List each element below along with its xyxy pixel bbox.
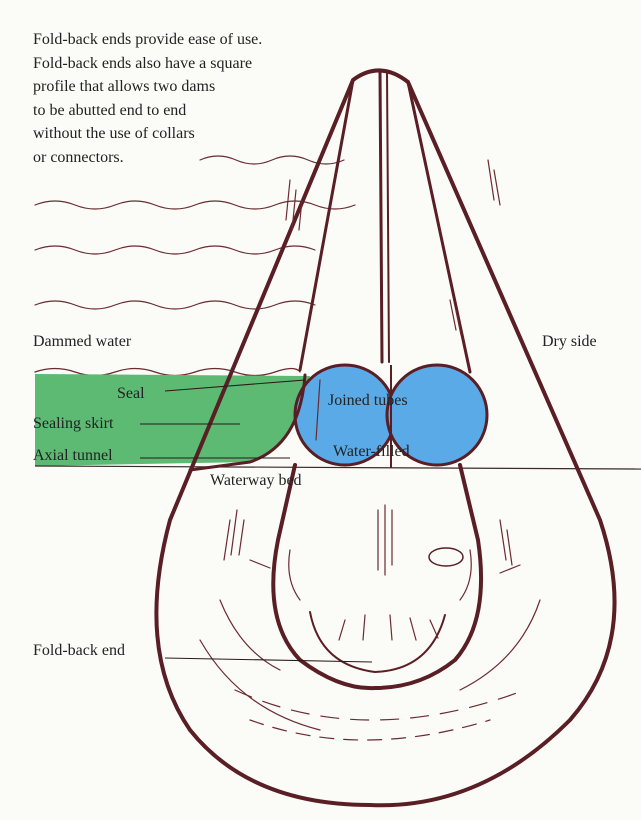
- dry-side-label: Dry side: [542, 333, 597, 351]
- sealing-skirt-label: Sealing skirt: [33, 415, 113, 433]
- caption-text: Fold-back ends provide ease of use. Fold…: [33, 28, 393, 170]
- wave-2: [35, 246, 315, 254]
- wave-3: [35, 301, 315, 309]
- waterway-bed-label: Waterway bed: [210, 472, 302, 490]
- fold-back-end-label: Fold-back end: [33, 642, 125, 660]
- caption-line: or connectors.: [33, 146, 393, 170]
- caption-line: without the use of collars: [33, 122, 393, 146]
- seal-label: Seal: [117, 385, 145, 403]
- caption-line: profile that allows two dams: [33, 75, 393, 99]
- caption-line: Fold-back ends also have a square: [33, 52, 393, 76]
- fold-back-loop: [273, 465, 481, 688]
- caption-line: Fold-back ends provide ease of use.: [33, 28, 393, 52]
- caption-line: to be abutted end to end: [33, 99, 393, 123]
- water-filled-label: Water-filled: [333, 443, 410, 461]
- wave-1: [35, 201, 355, 209]
- waterway-bed-line: [35, 466, 641, 469]
- axial-tunnel-label: Axial tunnel: [33, 447, 113, 465]
- drain-oval: [429, 548, 463, 566]
- fold-back-loop-inner: [310, 612, 445, 672]
- joined-tubes-label: Joined tubes: [328, 392, 408, 410]
- dammed-water-label: Dammed water: [33, 333, 131, 351]
- tube-ridge-right: [408, 82, 470, 372]
